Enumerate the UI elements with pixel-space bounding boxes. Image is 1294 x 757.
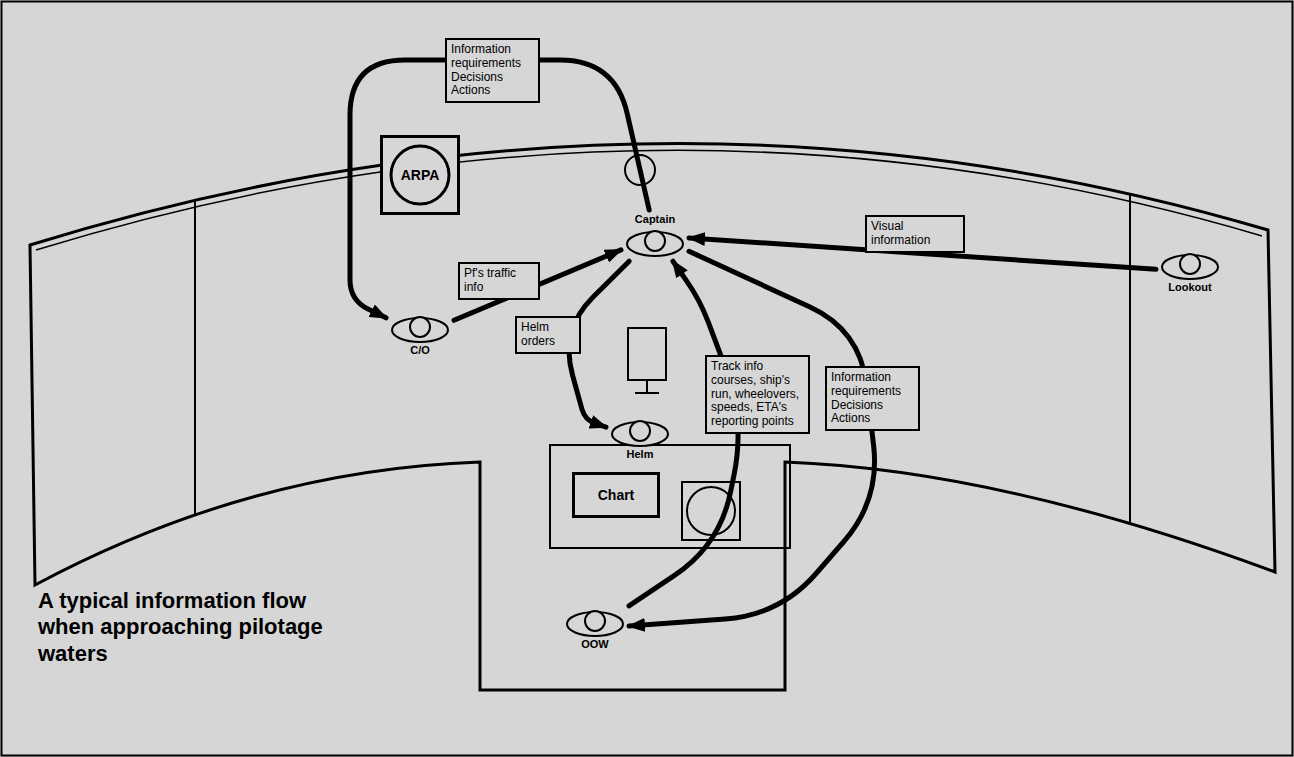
box-label: ARPA — [401, 167, 440, 183]
monitor-base — [635, 392, 659, 394]
crew-member: OOW — [564, 606, 626, 651]
flow-arrow — [454, 250, 621, 320]
person-icon — [609, 416, 671, 448]
person-icon — [624, 226, 686, 258]
crew-member: Helm — [609, 416, 671, 461]
chart-console — [550, 445, 790, 548]
wing-divider — [194, 200, 196, 514]
monitor-stand — [646, 380, 648, 392]
person-icon — [1159, 249, 1221, 281]
crew-member: C/O — [389, 312, 451, 357]
flow-label: Visual information — [865, 215, 965, 253]
person-label: Lookout — [1168, 281, 1211, 294]
monitor — [628, 328, 666, 380]
person-label: Helm — [627, 448, 654, 461]
flow-label: Information requirements Decisions Actio… — [445, 38, 540, 103]
person-label: OOW — [581, 638, 609, 651]
person-label: Captain — [635, 213, 675, 226]
person-icon — [389, 312, 451, 344]
person-icon — [564, 606, 626, 638]
radar-display: ARPA — [380, 135, 460, 215]
person-label: C/O — [410, 344, 430, 357]
box-label: Chart — [598, 487, 635, 503]
flow-label: Helm orders — [515, 316, 581, 354]
chart-table: Chart — [572, 472, 660, 518]
diagram-title: A typical information flow when approach… — [38, 588, 338, 667]
flow-label: Track info courses, ship's run, wheelove… — [705, 355, 810, 434]
wing-divider — [1129, 194, 1131, 524]
flow-label: Pf's traffic info — [458, 262, 540, 300]
crew-member: Lookout — [1159, 249, 1221, 294]
bridge-outline — [30, 144, 1275, 690]
flow-label: Information requirements Decisions Actio… — [825, 366, 920, 431]
crew-member: Captain — [624, 213, 686, 258]
